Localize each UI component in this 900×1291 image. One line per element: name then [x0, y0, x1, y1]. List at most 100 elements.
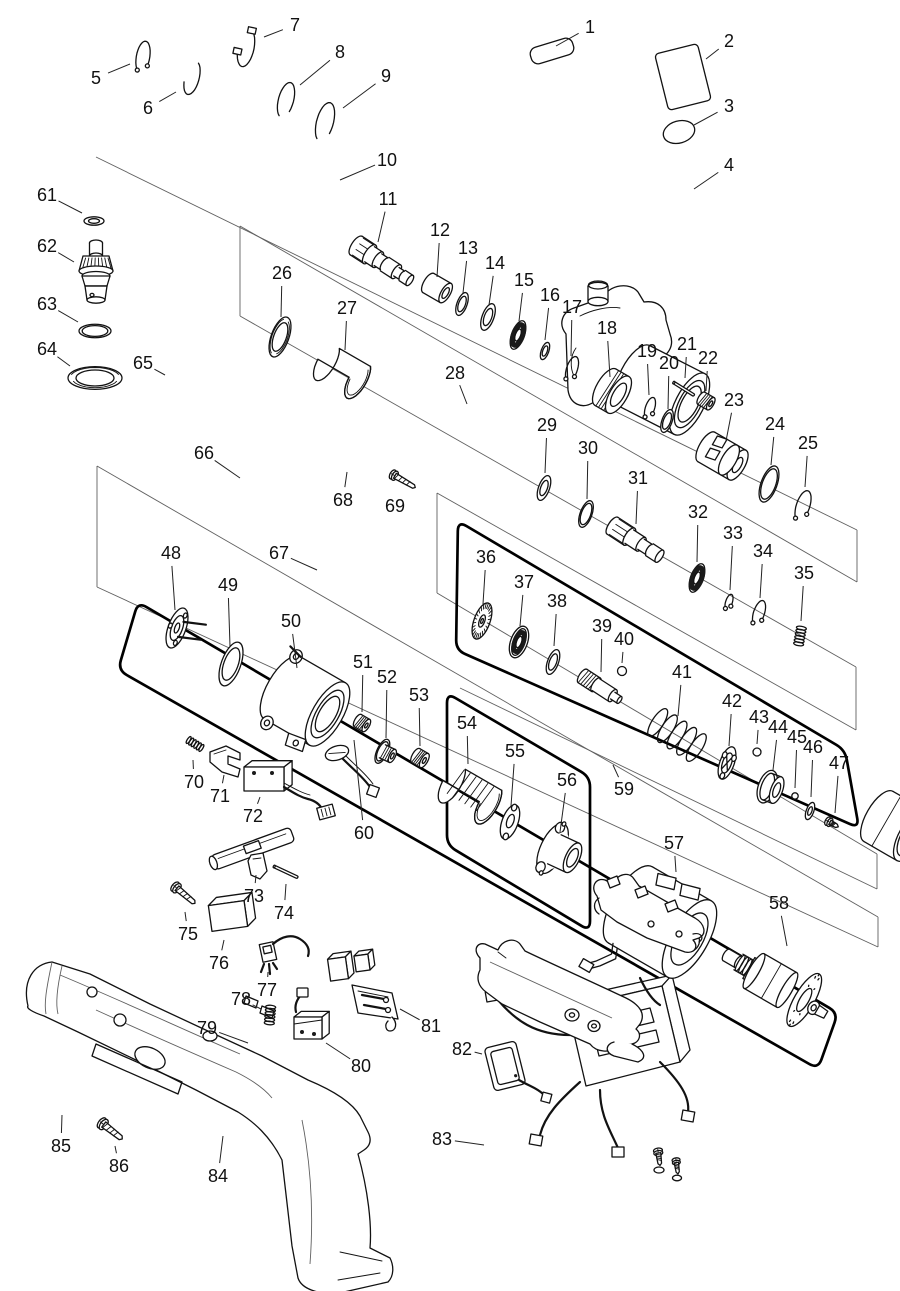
part-drawing-23 [695, 431, 749, 481]
part-label-78: 78 [231, 989, 251, 1009]
leader-line-51 [361, 674, 364, 713]
leader-line-53 [418, 707, 421, 747]
leader-line-82 [474, 1051, 483, 1055]
leader-line-41 [677, 684, 682, 717]
group-box-2 [118, 603, 837, 1068]
part-drawing-16 [539, 341, 551, 361]
part-label-34: 34 [753, 541, 773, 561]
leader-line-42 [728, 713, 732, 747]
leader-line-66 [214, 460, 241, 479]
part-drawing-64 [67, 366, 123, 390]
leader-line-19 [647, 363, 650, 396]
leader-line-15 [518, 292, 523, 322]
leader-lines [57, 29, 839, 1164]
part-drawing-13 [455, 291, 469, 317]
part-label-75: 75 [178, 924, 198, 944]
leader-line-39 [600, 638, 603, 673]
part-drawing-55 [499, 803, 521, 841]
part-label-57: 57 [664, 833, 684, 853]
part-label-8: 8 [335, 42, 345, 62]
leader-line-24 [770, 436, 775, 466]
part-drawing-54 [437, 768, 503, 825]
part-drawing-22 [696, 391, 716, 411]
part-label-13: 13 [458, 238, 478, 258]
assembly-line-12 [96, 465, 879, 918]
leader-line-37 [519, 594, 524, 627]
part-label-42: 42 [722, 691, 742, 711]
part-label-73: 73 [244, 886, 264, 906]
part-label-77: 77 [257, 980, 277, 1000]
leader-line-68 [344, 471, 348, 488]
part-label-24: 24 [765, 414, 785, 434]
leader-line-85 [60, 1114, 63, 1134]
leader-line-29 [544, 437, 547, 474]
leader-line-10 [339, 164, 376, 181]
part-drawing-68 [593, 873, 705, 953]
part-drawing-53 [410, 747, 430, 769]
assembly-line-11 [459, 687, 878, 890]
part-drawing-49 [218, 641, 244, 687]
part-drawing-78 [263, 1004, 277, 1026]
part-label-33: 33 [723, 523, 743, 543]
part-drawing-70 [185, 735, 205, 753]
leader-line-73 [254, 874, 257, 884]
leader-line-31 [635, 490, 638, 525]
leader-line-79 [219, 1031, 249, 1044]
leader-line-8 [299, 59, 331, 86]
part-drawing-11 [348, 235, 415, 287]
assembly-line-9 [436, 592, 878, 855]
part-drawing-34 [750, 599, 767, 626]
leader-line-23 [725, 412, 733, 442]
part-label-31: 31 [628, 468, 648, 488]
part-label-51: 51 [353, 652, 373, 672]
part-label-79: 79 [197, 1018, 217, 1038]
leader-line-26 [280, 285, 283, 318]
leader-line-36 [482, 569, 486, 605]
part-label-47: 47 [829, 753, 849, 773]
artwork-griphouse [25, 961, 394, 1291]
leader-line-58 [780, 915, 788, 947]
leader-line-9 [342, 83, 376, 109]
leader-line-3 [693, 111, 718, 126]
part-drawing-29 [536, 474, 552, 502]
part-drawing-31 [605, 516, 665, 563]
part-drawing-76 [207, 891, 257, 933]
part-label-84: 84 [208, 1166, 228, 1186]
part-label-74: 74 [274, 903, 294, 923]
part-drawing-1 [529, 37, 575, 65]
leader-line-80 [325, 1042, 351, 1060]
part-drawing-17 [563, 355, 580, 382]
leader-line-33 [729, 545, 733, 591]
part-label-39: 39 [592, 616, 612, 636]
leader-line-12 [436, 242, 440, 278]
part-drawing-73 [208, 827, 295, 880]
part-label-52: 52 [377, 667, 397, 687]
part-drawing-82 [484, 1040, 553, 1104]
leader-line-76 [221, 939, 225, 951]
part-drawing-86 [96, 1117, 123, 1141]
part-drawing-30 [578, 500, 594, 528]
part-drawing-47 [824, 816, 839, 829]
part-drawing-77 [258, 935, 310, 976]
leader-line-43 [756, 729, 759, 745]
part-drawing-7 [232, 26, 258, 68]
leader-line-20 [667, 375, 670, 410]
leader-line-62 [57, 252, 75, 263]
assembly-group-boxes [118, 523, 859, 1068]
part-label-32: 32 [688, 502, 708, 522]
leader-line-48 [171, 565, 176, 611]
leader-line-34 [759, 563, 763, 599]
part-drawing-71 [209, 745, 241, 778]
part-drawing-58 [721, 948, 829, 1028]
part-drawing-44 [756, 769, 785, 805]
part-drawing-80 [293, 987, 330, 1040]
part-label-62: 62 [37, 236, 57, 256]
part-label-66: 66 [194, 443, 214, 463]
part-label-65: 65 [133, 353, 153, 373]
part-drawing-36 [471, 602, 493, 640]
part-label-3: 3 [724, 96, 734, 116]
part-label-29: 29 [537, 415, 557, 435]
part-label-55: 55 [505, 741, 525, 761]
